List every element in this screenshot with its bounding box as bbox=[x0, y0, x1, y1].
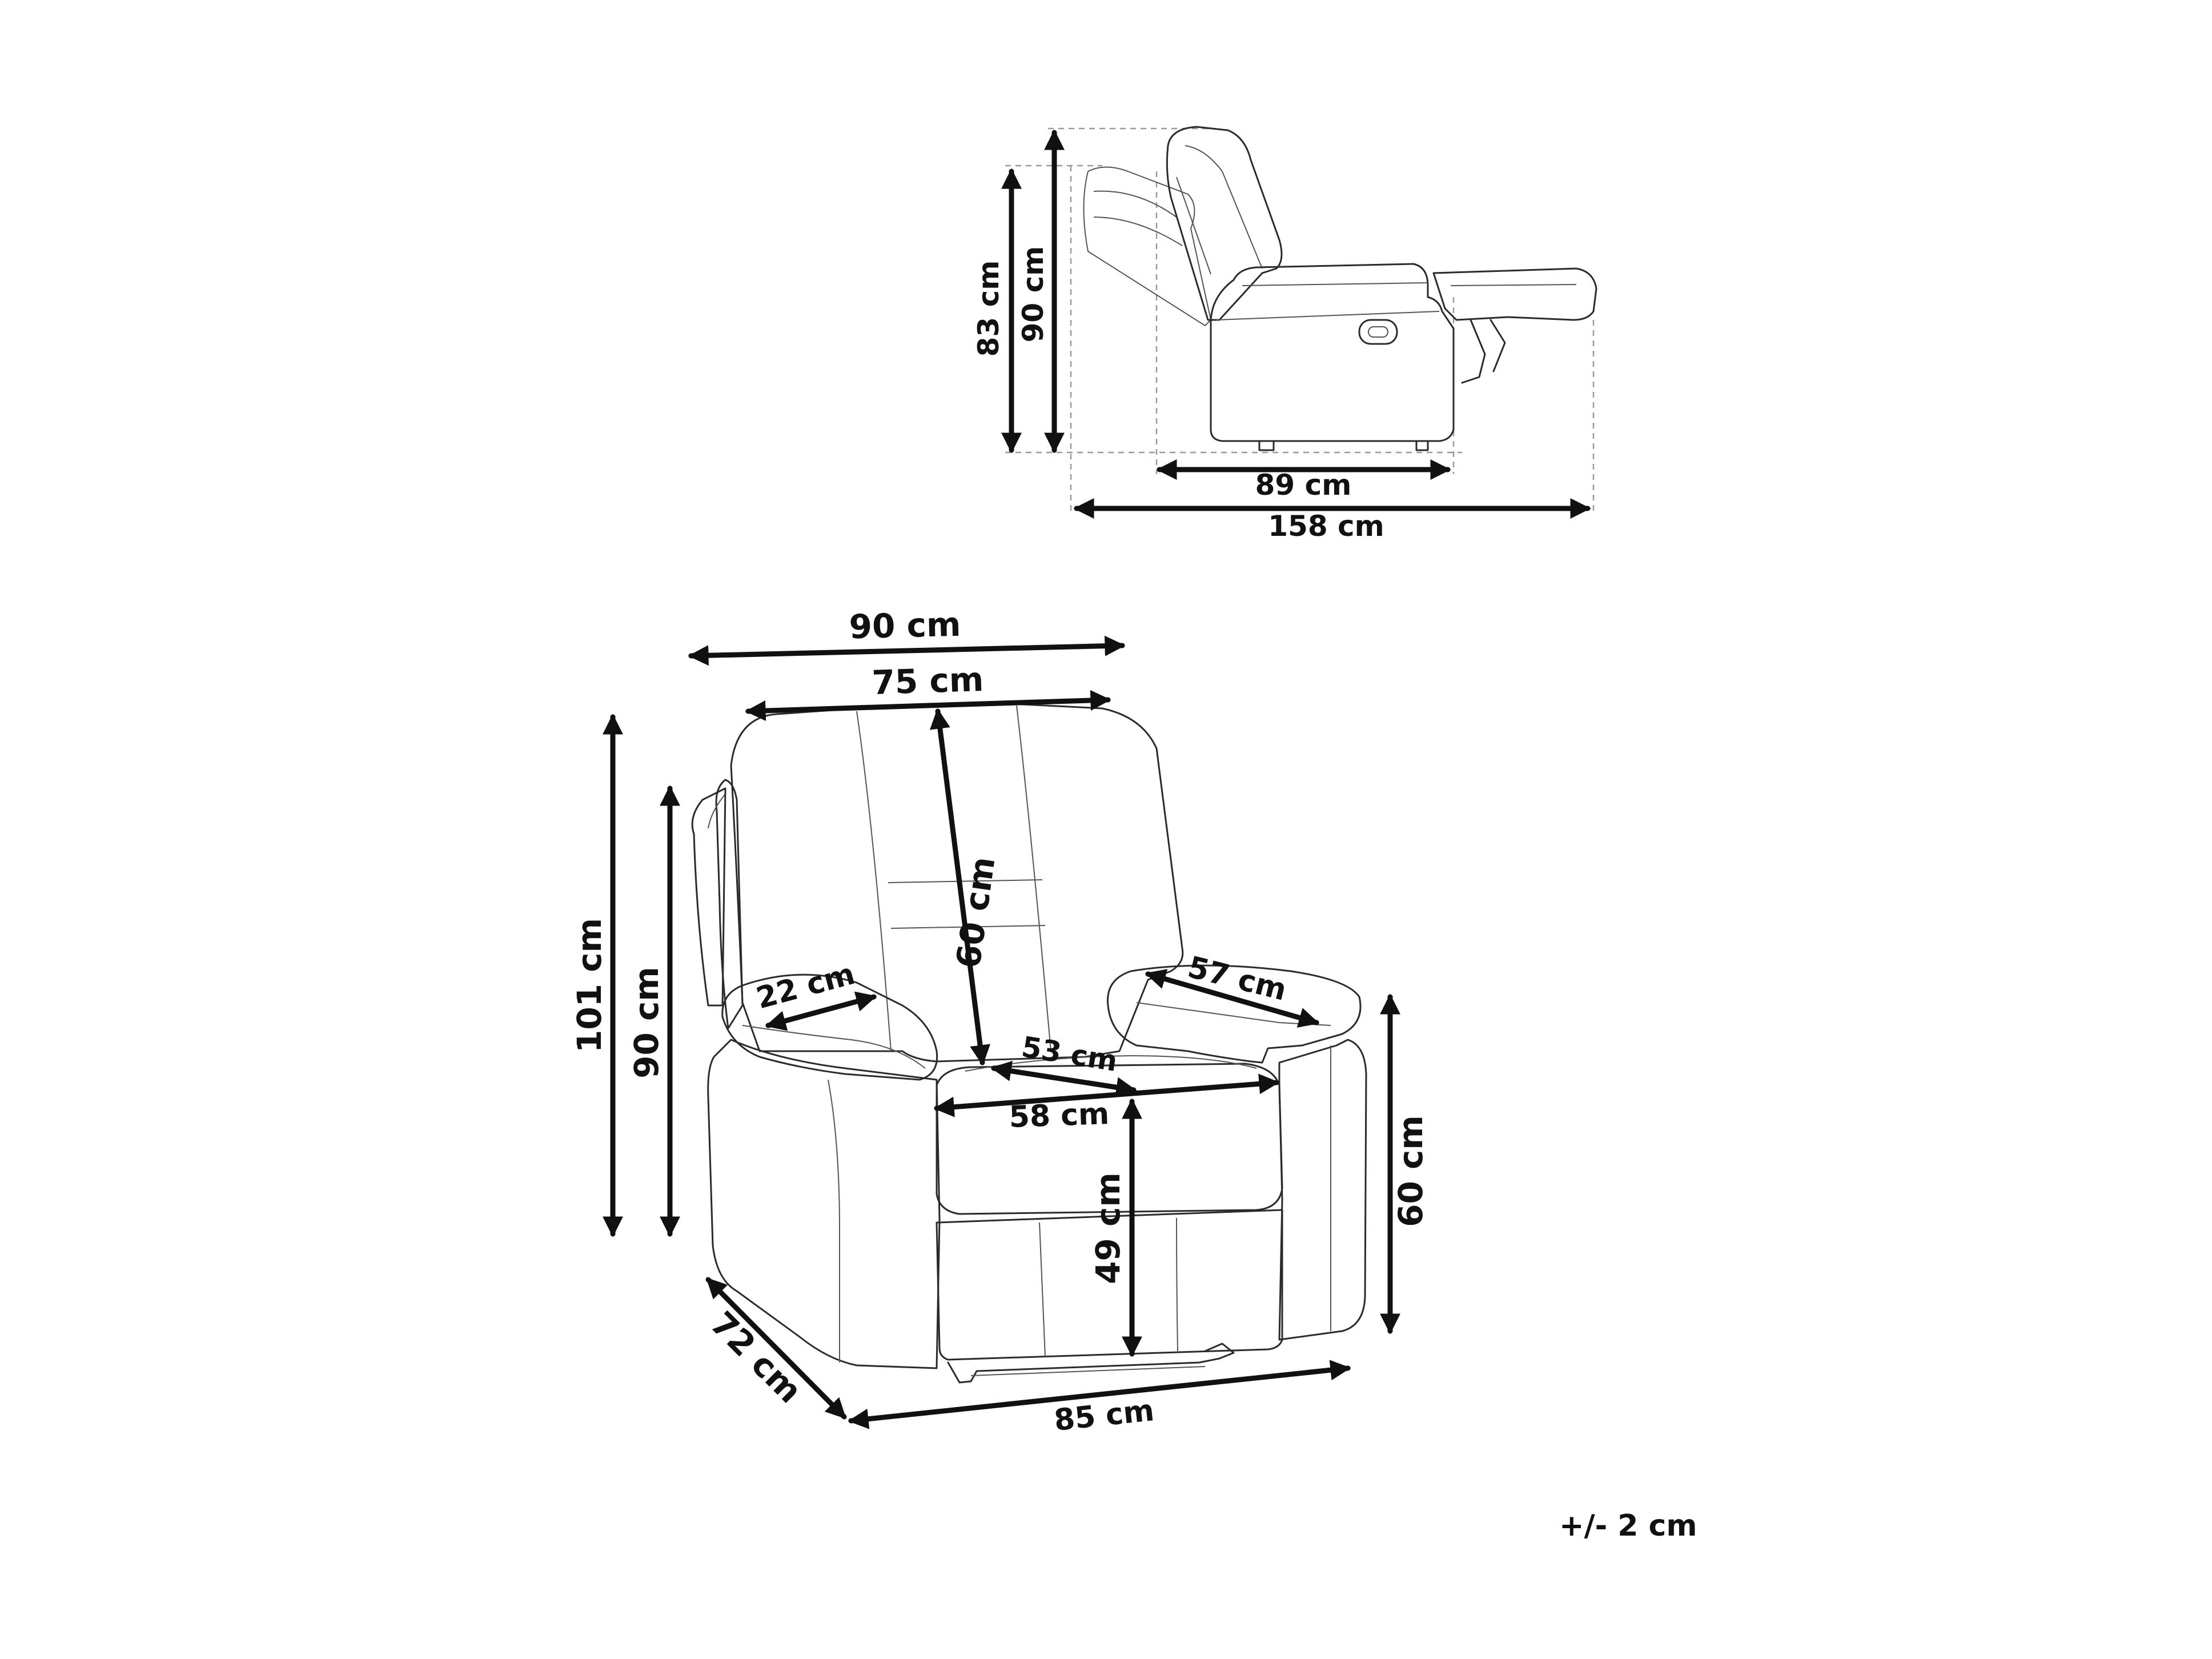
width-back-arrow bbox=[745, 690, 1111, 722]
width-top-arrow bbox=[688, 635, 1126, 666]
width-bottom-arrow bbox=[848, 1360, 1351, 1429]
backrest-height-arrow bbox=[929, 708, 991, 1066]
arm-height-label: 60 cm bbox=[1391, 1115, 1430, 1227]
tolerance-note: +/- 2 cm bbox=[1559, 1509, 1697, 1543]
front-view-dimensions: 90 cm 75 cm 101 cm 90 cm 60 cm 22 cm 57 … bbox=[570, 605, 1430, 1438]
side-height-backrest-label: 83 cm bbox=[972, 261, 1005, 357]
depth-label: 72 cm bbox=[703, 1304, 809, 1410]
base-bar-outline bbox=[947, 1343, 1235, 1384]
width-top-label: 90 cm bbox=[849, 605, 961, 646]
backrest-outline bbox=[730, 703, 1184, 1063]
seat-width-arrow bbox=[933, 1073, 1280, 1117]
side-height-total-label: 90 cm bbox=[1017, 246, 1050, 343]
armrest-length-arrow bbox=[1145, 969, 1320, 1028]
armrest-width-arrow bbox=[765, 991, 877, 1031]
side-seat-outline bbox=[1210, 263, 1455, 442]
height-total-label: 101 cm bbox=[570, 918, 609, 1053]
depth-arrow bbox=[705, 1277, 847, 1420]
arm-base-right-outline bbox=[1278, 1039, 1367, 1341]
front-panel-outline bbox=[936, 1209, 1283, 1361]
side-view bbox=[1005, 126, 1597, 514]
side-depth-reclined-label: 158 cm bbox=[1268, 510, 1384, 543]
reclined-backrest-outline bbox=[1083, 166, 1212, 327]
recline-handle-icon bbox=[1358, 319, 1398, 345]
height-back-label: 90 cm bbox=[627, 967, 666, 1079]
seat-depth-label: 53 cm bbox=[1019, 1030, 1120, 1078]
side-depth-label: 89 cm bbox=[1255, 468, 1352, 502]
armrest-right-outline bbox=[1107, 964, 1362, 1064]
width-back-label: 75 cm bbox=[871, 660, 984, 702]
side-view-guides bbox=[1005, 127, 1595, 514]
side-backrest-outline bbox=[1166, 126, 1283, 321]
seat-width-label: 58 cm bbox=[1009, 1097, 1110, 1135]
side-view-dimensions: 83 cm 90 cm 89 cm 158 cm bbox=[972, 129, 1591, 543]
side-footrest-outline bbox=[1432, 267, 1597, 321]
seat-height-label: 49 cm bbox=[1089, 1172, 1127, 1284]
